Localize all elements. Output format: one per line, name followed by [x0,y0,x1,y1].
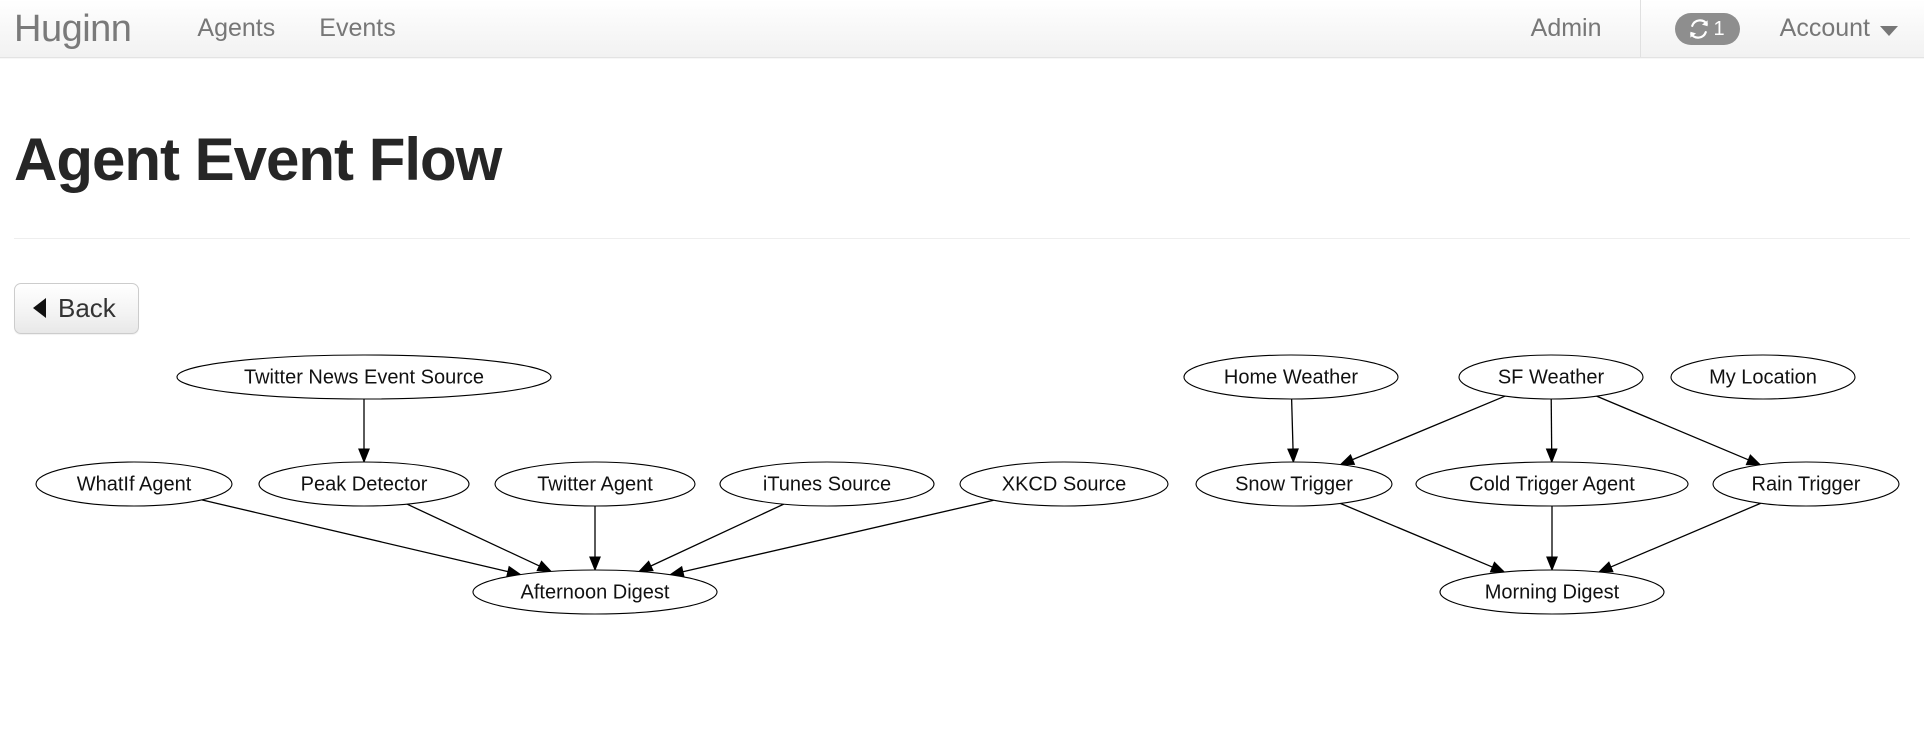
arrowhead-peak_detector-to-afternoon [536,560,553,573]
chevron-left-icon [33,298,46,318]
node-ellipse-rain_trigger [1712,461,1900,507]
arrowhead-sf_weather-to-cold_trigger [1545,448,1558,464]
graph-node-snow_trigger[interactable]: Snow Trigger [1195,461,1393,507]
arrowhead-snow_trigger-to-morning [1489,561,1506,573]
node-label-whatif: WhatIf Agent [77,473,192,495]
chevron-down-icon [1880,25,1898,36]
node-ellipse-afternoon [472,569,718,615]
edge-peak_detector-to-afternoon [406,503,540,567]
edge-sf_weather-to-snow_trigger [1352,395,1506,461]
page-title: Agent Event Flow [14,126,502,193]
node-ellipse-peak_detector [258,461,470,507]
graph-node-morning[interactable]: Morning Digest [1439,569,1665,615]
graph-node-peak_detector[interactable]: Peak Detector [258,461,470,507]
graph-node-twitter_agent[interactable]: Twitter Agent [494,461,696,507]
graph-node-rain_trigger[interactable]: Rain Trigger [1712,461,1900,507]
navbar: Huginn Agents Events Admin 1 Account [0,0,1924,58]
node-label-xkcd_source: XKCD Source [1002,473,1127,495]
node-label-afternoon: Afternoon Digest [521,581,670,603]
arrowhead-cold_trigger-to-morning [1546,556,1558,572]
arrowhead-rain_trigger-to-morning [1597,561,1614,573]
worker-count: 1 [1713,17,1725,40]
nav-link-events[interactable]: Events [319,14,396,42]
account-menu[interactable]: Account [1774,14,1924,43]
node-ellipse-itunes_source [719,461,935,507]
graph-node-itunes_source[interactable]: iTunes Source [719,461,935,507]
graph-node-cold_trigger[interactable]: Cold Trigger Agent [1415,461,1689,507]
graph-node-my_location[interactable]: My Location [1670,354,1856,400]
graph-node-home_weather[interactable]: Home Weather [1183,354,1399,400]
graph-node-whatif[interactable]: WhatIf Agent [35,461,233,507]
node-label-twitter_news: Twitter News Event Source [244,366,484,388]
arrowhead-twitter_news-to-peak_detector [358,448,370,464]
arrowhead-home_weather-to-snow_trigger [1287,448,1299,464]
nav-link-admin[interactable]: Admin [1530,14,1602,42]
node-label-home_weather: Home Weather [1224,366,1358,388]
back-button-label: Back [58,293,116,323]
node-ellipse-my_location [1670,354,1856,400]
node-ellipse-twitter_news [176,354,552,400]
account-label: Account [1779,14,1870,42]
node-label-cold_trigger: Cold Trigger Agent [1469,473,1635,495]
arrowhead-sf_weather-to-rain_trigger [1745,454,1762,466]
edge-sf_weather-to-rain_trigger [1596,395,1749,461]
graph-node-afternoon[interactable]: Afternoon Digest [472,569,718,615]
node-label-snow_trigger: Snow Trigger [1235,473,1353,495]
flow-diagram-svg: Twitter News Event Source Home Weather SF … [35,354,1900,615]
secondary-nav: Admin 1 Account [1493,0,1924,57]
brand-logo[interactable]: Huginn [14,7,132,50]
arrowhead-itunes_source-to-afternoon [637,560,654,573]
node-ellipse-xkcd_source [959,461,1169,507]
title-divider [14,238,1910,239]
graph-node-sf_weather[interactable]: SF Weather [1458,354,1644,400]
node-ellipse-cold_trigger [1415,461,1689,507]
node-ellipse-twitter_agent [494,461,696,507]
edge-xkcd_source-to-afternoon [682,499,994,573]
refresh-sync-icon [1688,18,1710,40]
graph-node-twitter_news[interactable]: Twitter News Event Source [176,354,552,400]
edge-layer [201,395,1762,578]
node-label-morning: Morning Digest [1485,581,1620,603]
nav-link-agents[interactable]: Agents [197,14,276,42]
node-ellipse-whatif [35,461,233,507]
page-container: Agent Event Flow Back Twitter News Event… [0,58,1924,644]
edge-itunes_source-to-afternoon [650,503,785,567]
node-ellipse-morning [1439,569,1665,615]
node-label-twitter_agent: Twitter Agent [537,473,653,495]
node-label-my_location: My Location [1709,366,1817,388]
back-button[interactable]: Back [14,283,139,334]
primary-nav: Agents Events [175,14,417,43]
edge-whatif-to-afternoon [201,499,509,573]
nav-divider [1639,0,1641,57]
agent-event-flow-graph: Twitter News Event Source Home Weather SF … [14,344,1924,644]
node-ellipse-sf_weather [1458,354,1644,400]
arrowhead-twitter_agent-to-afternoon [589,556,601,572]
node-label-sf_weather: SF Weather [1498,366,1605,388]
worker-status-cell: 1 [1641,0,1774,57]
edge-home_weather-to-snow_trigger [1290,398,1294,450]
node-ellipse-snow_trigger [1195,461,1393,507]
node-label-rain_trigger: Rain Trigger [1752,473,1861,495]
arrowhead-sf_weather-to-snow_trigger [1339,453,1356,466]
worker-status-badge[interactable]: 1 [1674,12,1740,45]
node-label-peak_detector: Peak Detector [301,473,428,495]
edge-snow_trigger-to-morning [1340,502,1493,568]
graph-node-xkcd_source[interactable]: XKCD Source [959,461,1169,507]
edge-rain_trigger-to-morning [1610,502,1762,568]
node-ellipse-home_weather [1183,354,1399,400]
node-label-itunes_source: iTunes Source [763,473,891,495]
